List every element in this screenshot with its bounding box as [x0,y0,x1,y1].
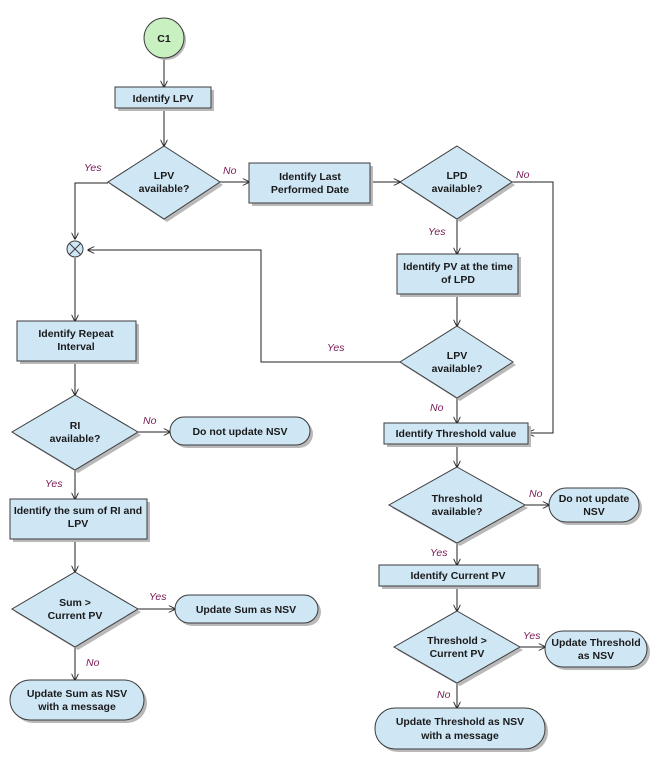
label-no-lpv: No [223,165,237,177]
decision-lpd-available: LPD available? [399,145,515,222]
identify-lpv-label: Identify LPV [133,93,194,105]
sum-gt-pv-line1: Sum > [59,597,91,609]
process-identify-lpd: Identify Last Performed Date [248,162,373,206]
identify-lpd-line1: Identify Last [279,171,341,183]
label-yes-threshold: Yes [430,547,448,559]
process-sum-ri-lpv: Identify the sum of RI and LPV [9,498,150,542]
label-no-sum: No [86,657,100,669]
update-sum-msg-line1: Update Sum as NSV [27,688,127,700]
identify-threshold-label: Identify Threshold value [396,428,517,440]
start-label: C1 [157,33,171,45]
update-sum-msg-line2: with a message [37,701,116,713]
update-threshold-line2: as NSV [578,650,614,662]
ri-available-line1: RI [70,420,81,432]
decision-threshold-available: Threshold available? [387,466,528,546]
threshold-available-line2: available? [432,506,483,518]
identify-ri-line2: Interval [57,341,94,353]
label-yes-ri: Yes [45,478,63,490]
threshold-available-line1: Threshold [432,493,483,505]
process-identify-lpv: Identify LPV [114,86,214,111]
edge-lpv2-yes [88,250,400,363]
label-yes-lpv: Yes [84,162,102,174]
decision-sum-gt-pv: Sum > Current PV [11,571,141,650]
identify-pv-lpd-line2: of LPD [441,274,475,286]
update-threshold-msg-line1: Update Threshold as NSV [396,716,524,728]
decision-ri-available: RI available? [11,394,141,473]
connectors [75,54,554,708]
terminal-update-sum-msg: Update Sum as NSV with a message [9,679,147,723]
update-threshold-line1: Update Threshold [551,637,640,649]
terminal-update-sum: Update Sum as NSV [174,594,321,626]
lpv-available-1-line1: LPV [154,170,174,182]
terminal-no-update-right: Do not update NSV [548,487,642,525]
label-no-thresholdpv: No [437,689,451,701]
label-yes-lpd: Yes [428,226,446,238]
sum-gt-pv-line2: Current PV [48,610,103,622]
decision-lpv-available-2: LPV available? [399,325,516,401]
decision-threshold-gt-pv: Threshold > Current PV [392,610,523,686]
process-identify-pv-lpd: Identify PV at the time of LPD [396,253,521,297]
label-no-threshold: No [529,488,543,500]
edge-lpv-yes [75,182,108,239]
no-update-right-line1: Do not update [559,493,630,505]
decision-lpv-available-1: LPV available? [107,145,223,222]
threshold-gt-pv-line1: Threshold > [427,635,487,647]
label-yes-lpv2: Yes [327,342,345,354]
label-no-lpd: No [516,169,530,181]
sum-ri-lpv-line2: LPV [68,518,88,530]
lpv-available-2-line1: LPV [447,350,467,362]
sum-ri-lpv-line1: Identify the sum of RI and [14,505,142,517]
terminal-no-update-left: Do not update NSV [169,416,313,448]
merge-connector [66,240,84,258]
start-node: C1 [143,17,186,60]
identify-lpd-line2: Performed Date [271,184,349,196]
identify-current-pv-label: Identify Current PV [410,570,505,582]
label-yes-thresholdpv: Yes [523,630,541,642]
lpv-available-2-line2: available? [432,363,483,375]
identify-ri-line1: Identify Repeat [38,328,114,340]
no-update-left-label: Do not update NSV [192,426,287,438]
ri-available-line2: available? [50,433,101,445]
edge-labels: Yes No No Yes Yes No No Yes Yes No No Ye… [45,162,543,701]
process-identify-threshold: Identify Threshold value [383,422,531,447]
label-yes-sum: Yes [149,591,167,603]
no-update-right-line2: NSV [583,506,605,518]
process-identify-current-pv: Identify Current PV [378,564,541,589]
identify-pv-lpd-line1: Identify PV at the time [403,261,513,273]
terminal-update-threshold: Update Threshold as NSV [544,630,650,670]
lpv-available-1-line2: available? [139,183,190,195]
edge-lpd-no [512,181,554,433]
process-identify-ri: Identify Repeat Interval [16,320,139,364]
threshold-gt-pv-line2: Current PV [430,648,485,660]
update-threshold-msg-line2: with a message [420,730,499,742]
label-no-lpv2: No [430,402,444,414]
terminal-update-threshold-msg: Update Threshold as NSV with a message [374,707,548,752]
lpd-available-line1: LPD [447,170,468,182]
lpd-available-line2: available? [432,183,483,195]
update-sum-label: Update Sum as NSV [196,604,296,616]
label-no-ri: No [143,415,157,427]
